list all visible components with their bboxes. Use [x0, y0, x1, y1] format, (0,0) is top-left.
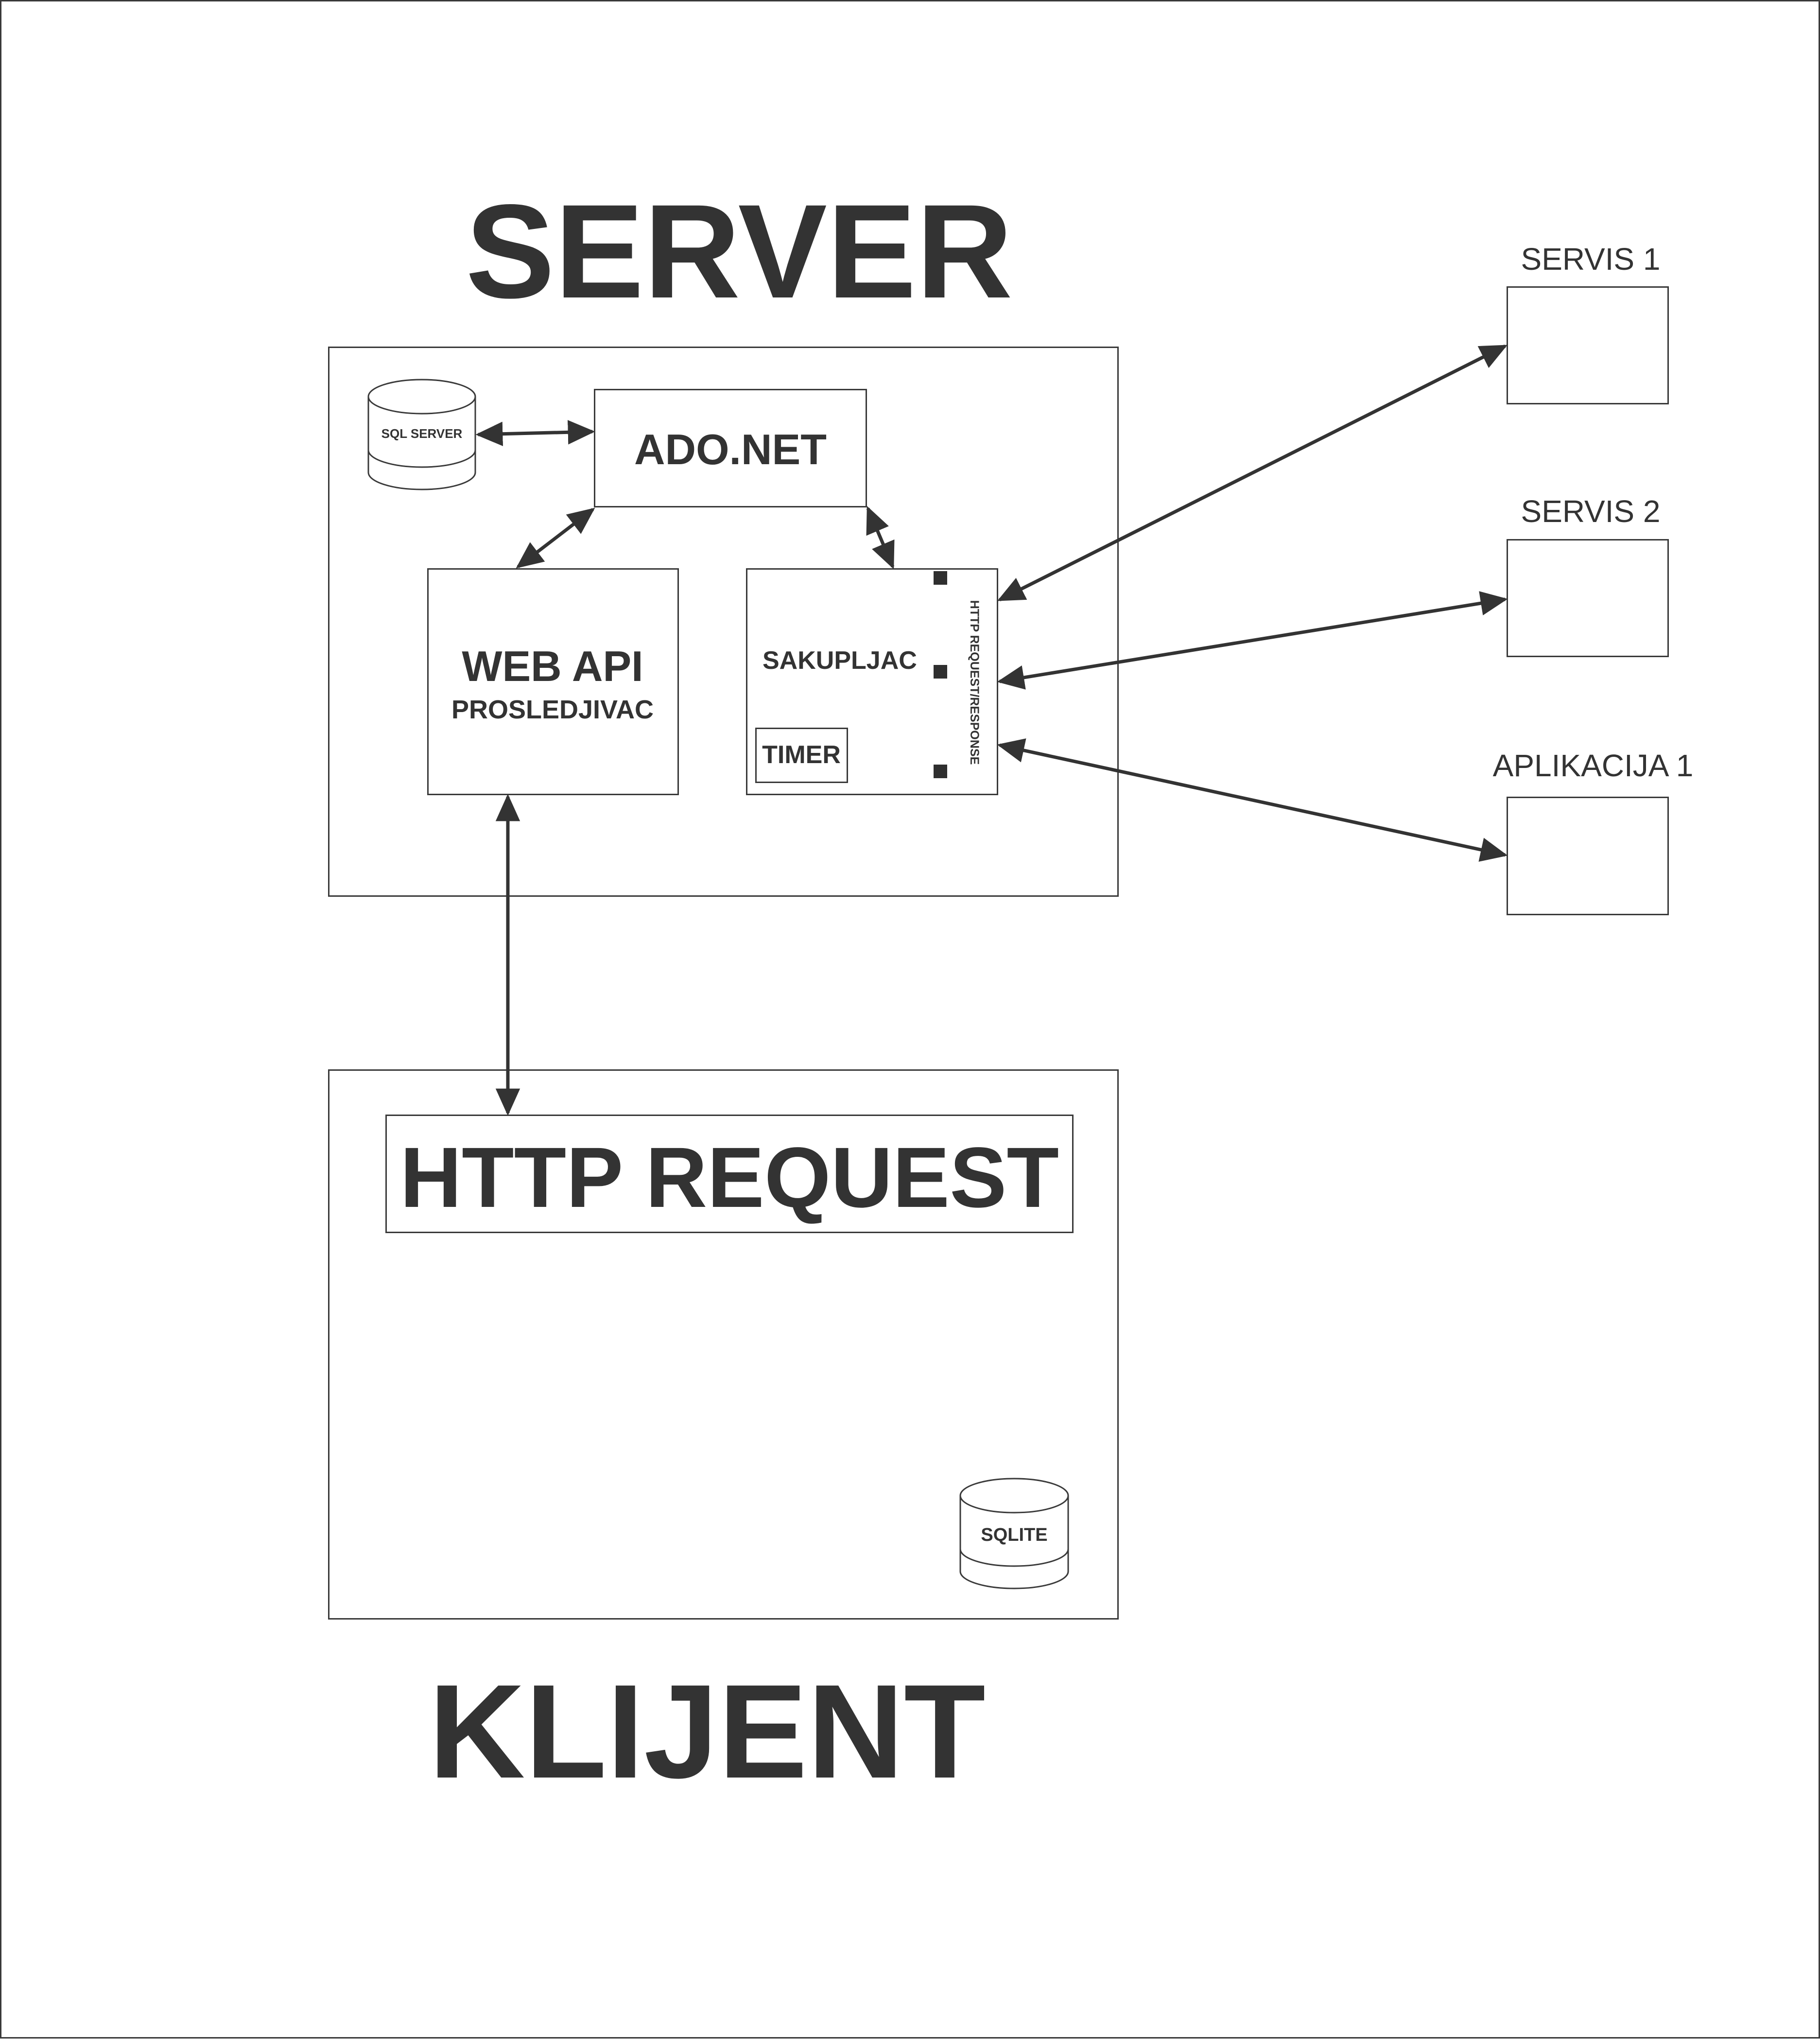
port-square-top	[934, 571, 947, 585]
servis-1-box	[1507, 286, 1669, 404]
servis-2-label: SERVIS 2	[1521, 494, 1661, 529]
servis-1-label: SERVIS 1	[1521, 242, 1661, 277]
arrow-adonet-webapi	[516, 507, 595, 569]
arrow-collector-servis-2	[997, 591, 1508, 690]
adonet-box	[594, 389, 867, 507]
server-title: SERVER	[466, 177, 1013, 326]
arrow-collector-servis-1	[997, 344, 1508, 602]
sql-server-label: SQL SERVER	[381, 426, 463, 441]
arrow-adonet-collector	[866, 506, 895, 570]
web-api-title: WEB API	[462, 642, 643, 690]
collector-label: SAKUPLJAC	[763, 646, 917, 675]
arrow-sqlserver-adonet	[475, 420, 595, 446]
port-square-bottom	[934, 765, 947, 778]
http-request-label: HTTP REQUEST	[399, 1130, 1059, 1225]
arrow-collector-aplikacija-1	[997, 738, 1508, 862]
http-request-box	[385, 1115, 1074, 1233]
timer-label: TIMER	[762, 741, 841, 769]
web-api-subtitle: PROSLEDJIVAC	[451, 695, 654, 724]
adonet-label: ADO.NET	[634, 425, 827, 473]
client-title: KLIJENT	[429, 1657, 986, 1806]
timer-box	[755, 728, 848, 783]
sqlite-database-icon	[959, 1478, 1069, 1589]
servis-2-box	[1507, 539, 1669, 657]
sql-server-database-icon	[367, 379, 476, 490]
sqlite-label: SQLITE	[981, 1525, 1048, 1545]
aplikacija-1-label: APLIKACIJA 1	[1492, 748, 1694, 783]
web-api-box	[427, 568, 679, 795]
aplikacija-1-box	[1507, 797, 1669, 915]
port-square-middle	[934, 665, 947, 679]
